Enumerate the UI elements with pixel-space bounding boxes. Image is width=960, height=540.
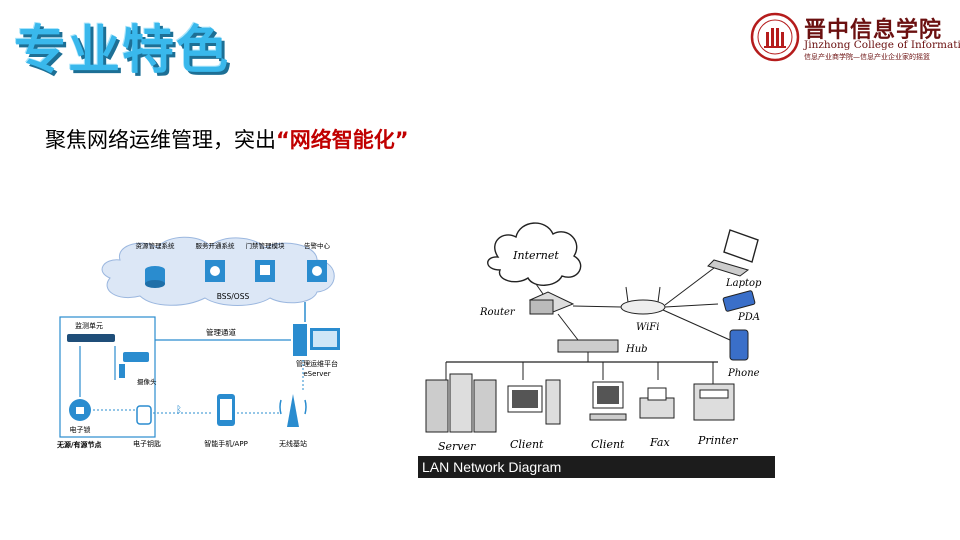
phone-label: Phone [727,368,760,379]
platform-label: 管理运维平台 [296,359,338,368]
channel-label: 管理通道 [206,327,236,337]
slide-title: 专业特色 [14,21,231,81]
router-label: Router [479,307,516,318]
college-name-cn: 晋中信息学院 [804,17,943,43]
client2-label: Client [591,438,625,451]
camera-icon [123,352,149,362]
printer-label: Printer [697,434,738,447]
router-icon [529,299,554,315]
cloud-label: BSS/OSS [217,292,250,301]
camera-label: 摄像头 [137,377,157,386]
base-station-label: 无线基站 [279,439,307,448]
e-key-icon [136,405,152,425]
cloud-item-alarm: 告警中心 [304,241,331,282]
e-lock-label: 电子锁 [70,425,91,434]
cloud-item-label: 告警中心 [304,241,331,250]
lan-diagram-drawing: Internet Router WiFi Hub Laptop PDA Phon… [425,222,762,453]
printer-icon [693,383,735,421]
wifi-label: WiFi [636,322,659,333]
bluetooth-icon: ᛒ [176,405,182,416]
internet-label: Internet [512,249,559,262]
wifi-icon [620,299,666,315]
cloud-item-resource: 资源管理系统 [136,241,176,288]
college-logo: 晋中信息学院 Jinzhong College of Information 信… [750,12,960,64]
client1-label: Client [510,438,544,451]
pda-icon [722,290,756,312]
phone-app-label: 智能手机/APP [204,439,248,448]
node-label: 无源/有源节点 [56,440,102,449]
server-icon [293,324,307,356]
server-icon [425,379,449,433]
internet-cloud-icon [487,222,582,286]
laptop-label: Laptop [725,278,762,289]
lan-diagram-caption: LAN Network Diagram [418,456,775,478]
fax-label: Fax [649,436,670,449]
slide-subtitle: 聚焦网络运维管理，突出“网络智能化” [45,124,409,154]
monitor-unit-label: 监测单元 [75,321,103,330]
subtitle-text: 聚焦网络运维管理，突出 [45,128,276,152]
cloud-item-service: 服务开通系统 [196,241,236,282]
lan-diagram: Internet Router WiFi Hub Laptop PDA Phon… [418,212,775,478]
e-key-label: 电子钥匙 [133,439,161,448]
monitor-device [67,334,115,342]
server-label: Server [438,440,476,453]
subtitle-highlight: “网络智能化” [276,128,409,152]
hub-icon [557,339,619,353]
college-seal-icon [750,12,800,62]
platform-sub: eServer [303,370,330,378]
college-tagline: 信息产业商学院—信息产业企业家的摇篮 [804,53,930,61]
monitor-unit-frame [59,316,156,438]
cloud-item-access: 门禁管理模块 [246,241,286,282]
ops-diagram: 资源管理系统 服务开通系统 门禁管理模块 告警中心 BSS/OSS 监测单元 摄… [56,236,340,449]
mobile-phone-icon [729,329,749,361]
base-station-icon [287,394,299,427]
laptop-icon [723,229,759,263]
cloud-item-label: 资源管理系统 [136,241,176,250]
pda-label: PDA [737,312,760,323]
cloud-item-label: 门禁管理模块 [246,241,286,250]
cloud-item-label: 服务开通系统 [196,241,236,250]
fax-icon [639,397,675,419]
hub-label: Hub [625,344,648,355]
college-name-en: Jinzhong College of Information [804,39,960,51]
